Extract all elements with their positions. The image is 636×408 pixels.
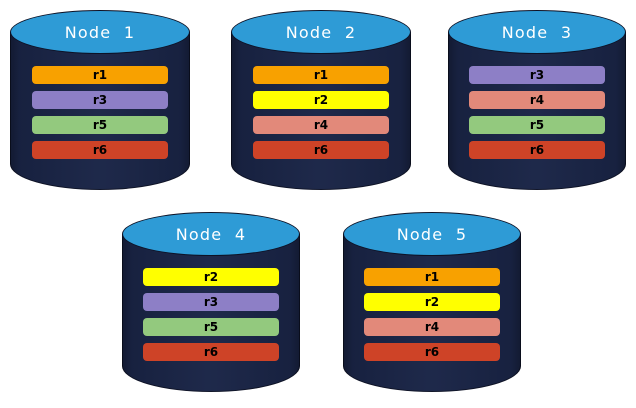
replica-list: r1 r2 r4 r6 xyxy=(364,268,500,361)
cylinder-body xyxy=(448,32,626,190)
replica-bar-r6[interactable]: r6 xyxy=(31,141,169,159)
replica-bar-r6[interactable]: r6 xyxy=(252,141,390,159)
replica-bar-r5[interactable]: r5 xyxy=(469,116,605,134)
replica-bar-r3[interactable]: r3 xyxy=(469,66,605,84)
cylinder-top-ellipse xyxy=(448,10,626,54)
replica-list: r1 r2 r4 r6 xyxy=(252,66,390,159)
replica-list: r3 r4 r5 r6 xyxy=(469,66,605,159)
replica-bar-r6[interactable]: r6 xyxy=(469,141,605,159)
cylinder-body xyxy=(122,234,300,392)
replica-list: r2 r3 r5 r6 xyxy=(143,268,279,361)
cylinder-top-ellipse xyxy=(343,212,521,256)
cylinder-top-ellipse xyxy=(231,10,411,54)
cylinder-body xyxy=(10,32,190,190)
database-node-4[interactable]: Node 4 r2 r3 r5 r6 xyxy=(122,212,300,392)
replica-bar-r1[interactable]: r1 xyxy=(364,268,500,286)
replica-bar-r4[interactable]: r4 xyxy=(252,116,390,134)
replica-bar-r5[interactable]: r5 xyxy=(31,116,169,134)
node-title: Node 3 xyxy=(501,22,573,42)
node-title: Node 5 xyxy=(396,224,468,244)
database-node-2[interactable]: Node 2 r1 r2 r4 r6 xyxy=(231,10,411,190)
replica-bar-r5[interactable]: r5 xyxy=(143,318,279,336)
cylinder-top-ellipse xyxy=(122,212,300,256)
replica-bar-r3[interactable]: r3 xyxy=(143,293,279,311)
database-node-5[interactable]: Node 5 r1 r2 r4 r6 xyxy=(343,212,521,392)
replica-bar-r2[interactable]: r2 xyxy=(143,268,279,286)
node-title: Node 4 xyxy=(175,224,247,244)
cylinder-body xyxy=(343,234,521,392)
replica-bar-r4[interactable]: r4 xyxy=(364,318,500,336)
replica-bar-r1[interactable]: r1 xyxy=(31,66,169,84)
node-title: Node 1 xyxy=(64,22,136,42)
replica-bar-r3[interactable]: r3 xyxy=(31,91,169,109)
replica-bar-r6[interactable]: r6 xyxy=(143,343,279,361)
database-node-1[interactable]: Node 1 r1 r3 r5 r6 xyxy=(10,10,190,190)
replica-list: r1 r3 r5 r6 xyxy=(31,66,169,159)
replica-bar-r2[interactable]: r2 xyxy=(364,293,500,311)
cylinder-body xyxy=(231,32,411,190)
replica-bar-r4[interactable]: r4 xyxy=(469,91,605,109)
cylinder-top-ellipse xyxy=(10,10,190,54)
replica-bar-r2[interactable]: r2 xyxy=(252,91,390,109)
database-node-3[interactable]: Node 3 r3 r4 r5 r6 xyxy=(448,10,626,190)
replica-bar-r6[interactable]: r6 xyxy=(364,343,500,361)
replica-bar-r1[interactable]: r1 xyxy=(252,66,390,84)
node-title: Node 2 xyxy=(285,22,357,42)
